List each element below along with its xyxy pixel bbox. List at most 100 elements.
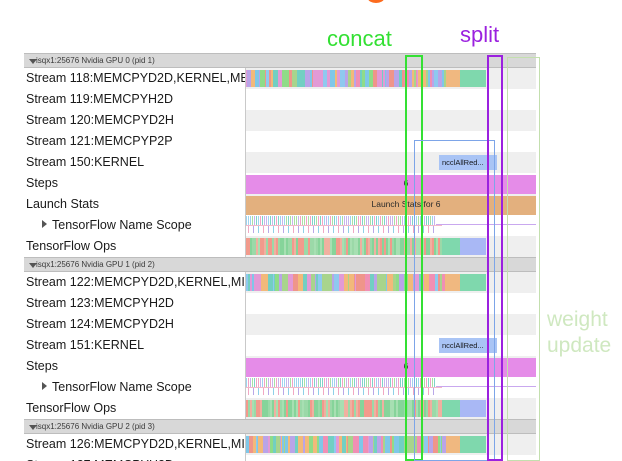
collapse-triangle-icon[interactable] xyxy=(29,263,37,268)
trace-event[interactable] xyxy=(415,70,416,87)
trace-event[interactable] xyxy=(378,378,379,387)
trace-event[interactable] xyxy=(330,378,331,387)
trace-event[interactable] xyxy=(258,400,260,417)
trace-event[interactable] xyxy=(402,378,403,387)
trace-event[interactable] xyxy=(424,436,428,453)
trace-event[interactable] xyxy=(332,216,333,225)
trace-event[interactable] xyxy=(272,216,273,225)
trace-event[interactable] xyxy=(276,378,277,387)
trace-event[interactable] xyxy=(434,378,435,387)
trace-event[interactable] xyxy=(442,274,445,291)
trace-event[interactable] xyxy=(278,400,280,417)
trace-event[interactable] xyxy=(258,225,259,233)
trace-event[interactable] xyxy=(330,216,331,225)
trace-row-track[interactable] xyxy=(246,68,536,89)
trace-event[interactable] xyxy=(328,378,329,387)
trace-event[interactable] xyxy=(331,436,334,453)
group-header-gpu-1[interactable]: isqx1:25676 Nvidia GPU 1 (pid 2) xyxy=(24,257,536,272)
trace-event[interactable] xyxy=(334,436,336,453)
trace-event[interactable] xyxy=(306,216,307,225)
trace-event[interactable] xyxy=(383,387,384,395)
trace-event[interactable] xyxy=(253,436,256,453)
trace-event[interactable] xyxy=(403,387,404,395)
trace-event[interactable] xyxy=(328,238,330,255)
trace-row[interactable]: Stream 124:MEMCPYD2H xyxy=(24,314,536,335)
trace-event[interactable] xyxy=(348,400,350,417)
trace-event[interactable] xyxy=(366,216,367,225)
trace-event[interactable] xyxy=(300,400,302,417)
trace-event[interactable] xyxy=(400,400,402,417)
trace-event[interactable] xyxy=(296,216,297,225)
trace-event[interactable] xyxy=(306,378,307,387)
trace-event[interactable] xyxy=(278,216,279,225)
trace-event[interactable] xyxy=(298,400,300,417)
trace-event[interactable] xyxy=(424,238,426,255)
trace-event[interactable] xyxy=(400,238,402,255)
trace-event[interactable] xyxy=(300,238,302,255)
trace-event[interactable] xyxy=(268,238,270,255)
trace-event[interactable] xyxy=(428,225,429,233)
trace-event[interactable] xyxy=(266,216,267,225)
trace-event[interactable] xyxy=(414,274,419,291)
trace-event[interactable] xyxy=(386,70,389,87)
trace-event[interactable] xyxy=(340,70,345,87)
trace-event[interactable] xyxy=(322,216,323,225)
trace-event[interactable] xyxy=(284,436,285,453)
expand-caret-icon[interactable] xyxy=(42,220,47,228)
trace-event[interactable] xyxy=(339,436,342,453)
trace-event[interactable] xyxy=(264,378,265,387)
trace-event[interactable] xyxy=(414,400,416,417)
namescope-underline[interactable] xyxy=(246,387,442,388)
trace-event[interactable] xyxy=(390,378,391,387)
trace-event[interactable] xyxy=(286,274,288,291)
trace-event[interactable] xyxy=(323,70,325,87)
trace-event[interactable] xyxy=(435,274,438,291)
trace-event[interactable] xyxy=(380,400,382,417)
trace-event[interactable] xyxy=(385,436,390,453)
trace-event[interactable] xyxy=(338,225,339,233)
trace-event[interactable] xyxy=(292,238,294,255)
trace-event[interactable] xyxy=(360,378,361,387)
trace-event[interactable] xyxy=(296,238,298,255)
trace-event[interactable] xyxy=(276,238,278,255)
trace-event[interactable] xyxy=(266,238,268,255)
op-event[interactable] xyxy=(460,400,486,417)
trace-event[interactable] xyxy=(399,70,402,87)
trace-event[interactable] xyxy=(298,238,300,255)
trace-row[interactable]: TensorFlow Ops xyxy=(24,398,536,419)
trace-event[interactable] xyxy=(327,274,332,291)
trace-event[interactable] xyxy=(326,216,327,225)
trace-event[interactable] xyxy=(408,378,409,387)
trace-event[interactable] xyxy=(426,238,428,255)
trace-event[interactable] xyxy=(370,274,374,291)
trace-event[interactable] xyxy=(382,238,384,255)
trace-event[interactable] xyxy=(396,216,397,225)
trace-event[interactable] xyxy=(368,216,369,225)
trace-event[interactable] xyxy=(368,378,369,387)
trace-event[interactable] xyxy=(342,216,343,225)
trace-event[interactable] xyxy=(288,216,289,225)
trace-event[interactable] xyxy=(430,238,432,255)
trace-event[interactable] xyxy=(438,436,440,453)
trace-event[interactable] xyxy=(344,216,345,225)
trace-event[interactable] xyxy=(438,238,440,255)
trace-event[interactable] xyxy=(377,436,381,453)
trace-event[interactable] xyxy=(252,378,253,387)
trace-event[interactable] xyxy=(292,400,294,417)
trace-event[interactable] xyxy=(346,400,348,417)
trace-event[interactable] xyxy=(248,216,249,225)
trace-event[interactable] xyxy=(316,216,317,225)
trace-event[interactable] xyxy=(364,378,365,387)
namescope-underline[interactable] xyxy=(246,225,442,226)
trace-event[interactable] xyxy=(442,436,446,453)
trace-event[interactable] xyxy=(326,400,328,417)
trace-event[interactable] xyxy=(400,216,401,225)
trace-event[interactable] xyxy=(386,238,388,255)
trace-event[interactable] xyxy=(364,238,366,255)
trace-event[interactable] xyxy=(354,274,355,291)
trace-event[interactable] xyxy=(357,436,359,453)
trace-row-track[interactable] xyxy=(246,398,536,419)
trace-event[interactable] xyxy=(442,70,444,87)
trace-event[interactable] xyxy=(246,216,247,225)
